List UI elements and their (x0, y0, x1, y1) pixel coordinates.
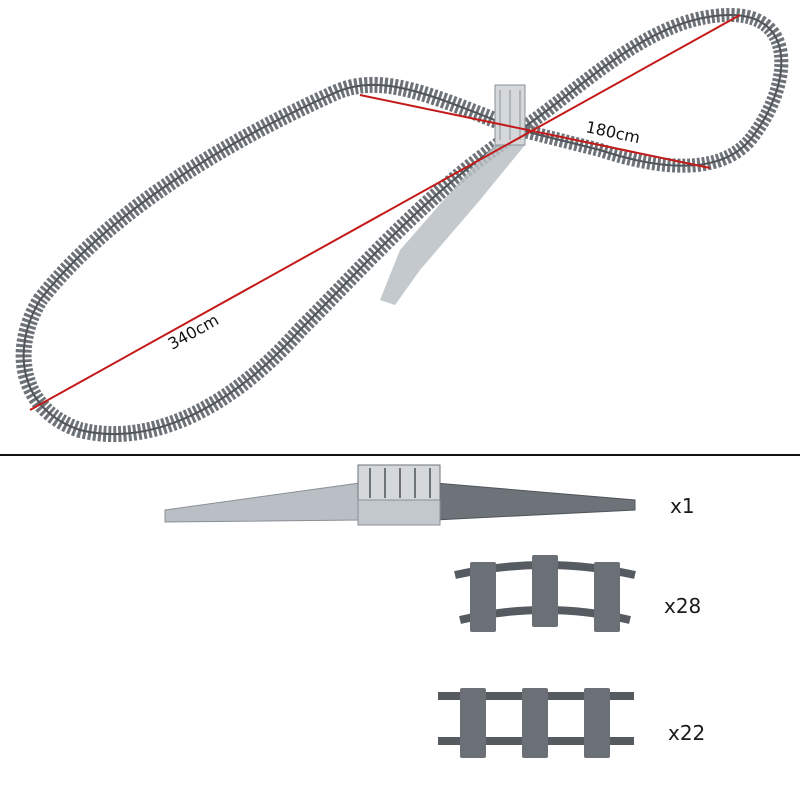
straight-track-part (438, 688, 634, 758)
curved-track-quantity: x28 (664, 594, 702, 618)
straight-track-quantity: x22 (668, 721, 706, 745)
curved-track-part (454, 555, 636, 632)
bridge-ramp-quantity: x1 (670, 494, 695, 518)
figure-eight-track-layout: 340cm 180cm (15, 7, 789, 443)
short-measure-line (359, 94, 711, 169)
long-measure-line (29, 14, 741, 411)
long-dimension-label: 340cm (165, 310, 222, 353)
left-loop-track (15, 76, 525, 443)
bridge-ramp-part (164, 464, 636, 526)
bridge-structure (380, 84, 526, 305)
